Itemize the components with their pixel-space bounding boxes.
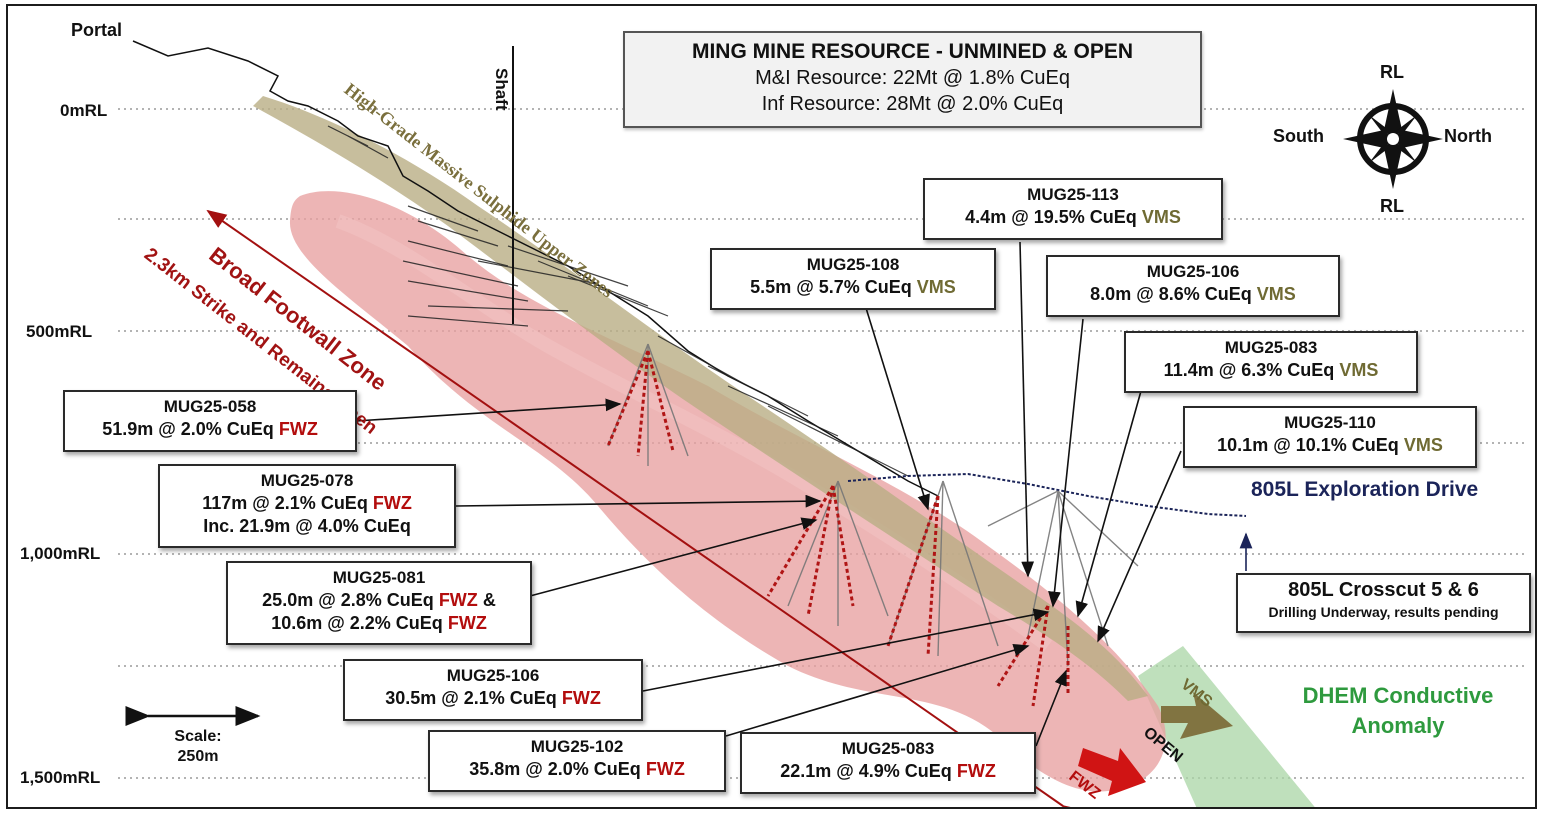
intercept-value: 5.5m @ 5.7% CuEq (750, 277, 912, 297)
zone-tag: VMS (916, 277, 956, 297)
scale-label-1: Scale: (174, 728, 222, 745)
hole-id: MUG25-106 (1146, 262, 1240, 281)
intercept-box-mug25-106-fwz: MUG25-106 30.5m @ 2.1% CuEq FWZ (343, 659, 643, 721)
intercept-box-mug25-108: MUG25-108 5.5m @ 5.7% CuEq VMS (710, 248, 996, 310)
zone-tag: FWZ (645, 759, 685, 779)
crosscut-subtitle: Drilling Underway, results pending (1268, 604, 1499, 620)
intercept-box-mug25-078: MUG25-078 117m @ 2.1% CuEq FWZ Inc. 21.9… (158, 464, 456, 548)
zone-tag: FWZ (956, 761, 996, 781)
intercept-value: 25.0m @ 2.8% CuEq (262, 590, 434, 610)
long-section-artwork (118, 40, 1528, 807)
intercept-value: 4.4m @ 19.5% CuEq (965, 207, 1137, 227)
intercept-box-mug25-058: MUG25-058 51.9m @ 2.0% CuEq FWZ (63, 390, 357, 452)
intercept-box-mug25-102: MUG25-102 35.8m @ 2.0% CuEq FWZ (428, 730, 726, 792)
intercept-box-mug25-113: MUG25-113 4.4m @ 19.5% CuEq VMS (923, 178, 1223, 240)
hole-id: MUG25-058 (163, 397, 257, 416)
fwz-direction-arrow (1078, 748, 1146, 796)
scale-label-2: 250m (177, 748, 219, 765)
exploration-drive-label: 805L Exploration Drive (1251, 478, 1479, 501)
intercept-value: 30.5m @ 2.1% CuEq (385, 688, 557, 708)
hole-id: MUG25-106 (446, 666, 540, 685)
intercept-value-2: 10.6m @ 2.2% CuEq (271, 613, 443, 633)
intercept-value: 117m @ 2.1% CuEq (202, 493, 368, 513)
intercept-value: 11.4m @ 6.3% CuEq (1163, 360, 1335, 380)
resource-title-box: MING MINE RESOURCE - UNMINED & OPEN M&I … (623, 31, 1202, 128)
dhem-label-line1: DHEM Conductive (1302, 683, 1494, 708)
rl-label-1000: 1,000mRL (20, 544, 101, 563)
portal-label: Portal (71, 20, 123, 40)
hole-id: MUG25-113 (1027, 185, 1119, 204)
intercept-value: 35.8m @ 2.0% CuEq (469, 759, 641, 779)
intercept-box-mug25-083-vms: MUG25-083 11.4m @ 6.3% CuEq VMS (1124, 331, 1418, 393)
zone-tag: VMS (1141, 207, 1181, 227)
leader-lines (355, 241, 1182, 747)
section-diagram: 0mRL 500mRL 1,000mRL 1,500mRL Portal Sha… (6, 4, 1537, 809)
ampersand: & (482, 590, 496, 610)
compass-right-label: North (1444, 126, 1492, 146)
compass-left-label: South (1273, 126, 1324, 146)
intercept-box-mug25-106-vms: MUG25-106 8.0m @ 8.6% CuEq VMS (1046, 255, 1340, 317)
intercept-value: 51.9m @ 2.0% CuEq (102, 419, 274, 439)
intercept-box-mug25-081: MUG25-081 25.0m @ 2.8% CuEq FWZ & 10.6m … (226, 561, 532, 645)
rl-label-0: 0mRL (60, 101, 108, 120)
rl-label-1500: 1,500mRL (20, 768, 101, 787)
compass-bottom-label: RL (1380, 196, 1404, 216)
intercept-including: Inc. 21.9m @ 4.0% CuEq (203, 516, 411, 536)
hole-id: MUG25-083 (1224, 338, 1318, 357)
compass-top-label: RL (1380, 62, 1404, 82)
zone-tag: FWZ (561, 688, 601, 708)
zone-tag: FWZ (278, 419, 318, 439)
hole-id: MUG25-108 (806, 255, 900, 274)
hole-id: MUG25-078 (260, 471, 354, 490)
zone-tag: VMS (1256, 284, 1296, 304)
shaft-label: Shaft (492, 68, 511, 111)
hole-id: MUG25-102 (530, 737, 624, 756)
zone-tag: VMS (1339, 360, 1379, 380)
zone-tag: FWZ (372, 493, 412, 513)
zone-tag-2: FWZ (447, 613, 487, 633)
zone-tag: FWZ (438, 590, 478, 610)
crosscut-box: 805L Crosscut 5 & 6 Drilling Underway, r… (1236, 573, 1531, 633)
intercept-value: 8.0m @ 8.6% CuEq (1090, 284, 1252, 304)
vms-direction-arrow (1161, 692, 1233, 739)
hole-id: MUG25-081 (332, 568, 426, 587)
hole-id: MUG25-110 (1284, 413, 1376, 432)
zone-tag: VMS (1403, 435, 1443, 455)
intercept-value: 10.1m @ 10.1% CuEq (1217, 435, 1399, 455)
hole-id: MUG25-083 (841, 739, 935, 758)
rl-label-500: 500mRL (26, 322, 93, 341)
intercept-value: 22.1m @ 4.9% CuEq (780, 761, 952, 781)
resource-title: MING MINE RESOURCE - UNMINED & OPEN (691, 40, 1134, 63)
compass-icon (1343, 89, 1443, 189)
crosscut-title: 805L Crosscut 5 & 6 (1288, 579, 1479, 601)
resource-line-mi: M&I Resource: 22Mt @ 1.8% CuEq (755, 67, 1070, 89)
strike-arrow (206, 209, 1083, 807)
resource-line-inf: Inf Resource: 28Mt @ 2.0% CuEq (761, 93, 1064, 115)
intercept-box-mug25-083-fwz: MUG25-083 22.1m @ 4.9% CuEq FWZ (740, 732, 1036, 794)
intercept-box-mug25-110: MUG25-110 10.1m @ 10.1% CuEq VMS (1183, 406, 1477, 468)
dhem-label-line2: Anomaly (1351, 713, 1445, 738)
